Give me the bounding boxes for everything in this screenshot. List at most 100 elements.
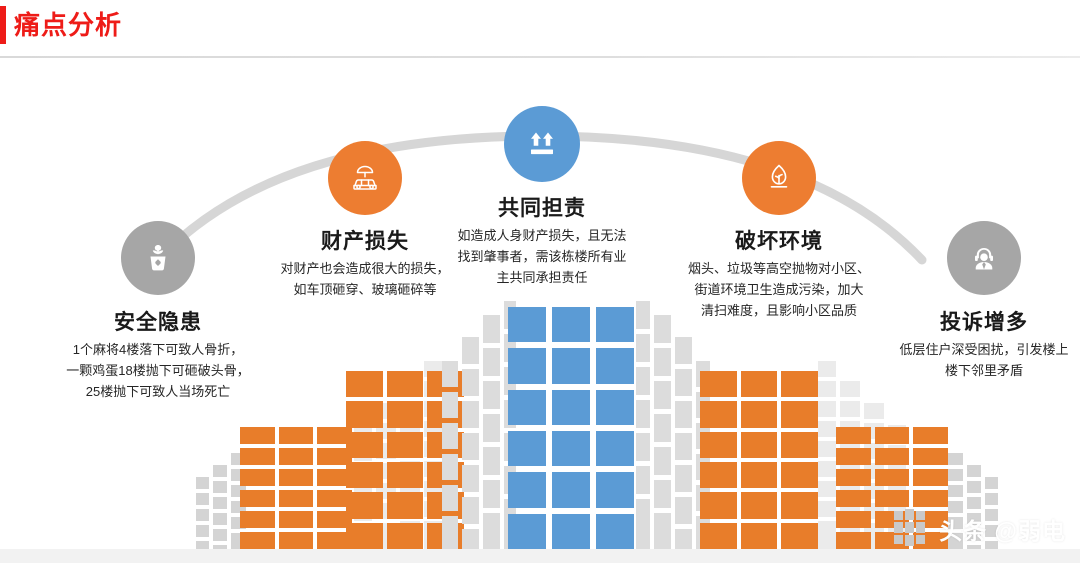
node-icon-circle[interactable]	[742, 141, 816, 215]
node-desc-line: 低层住户深受困扰，引发楼上	[899, 342, 1069, 357]
building-side-shading	[948, 453, 998, 549]
building-1-orange	[240, 427, 352, 549]
window	[552, 307, 590, 343]
window	[781, 401, 818, 428]
node-icon-circle[interactable]	[504, 106, 580, 182]
window	[278, 490, 314, 507]
page-title: 痛点分析	[14, 10, 123, 40]
window	[874, 469, 910, 486]
watermark-text: 头条 @弱电	[939, 518, 1066, 544]
window	[700, 492, 737, 519]
window	[700, 431, 737, 458]
window	[508, 389, 546, 425]
window	[836, 469, 871, 486]
window	[781, 371, 818, 398]
window	[552, 430, 590, 467]
window	[740, 522, 778, 549]
title-accent-bar	[0, 6, 6, 44]
window	[596, 348, 634, 384]
window	[346, 401, 383, 428]
node-desc-line: 如车顶砸穿、玻璃砸碎等	[293, 282, 437, 297]
window	[552, 348, 590, 384]
node-desc-line: 如造成人身财产损失，且无法	[457, 228, 627, 243]
window	[913, 490, 948, 507]
building-center-facade	[508, 307, 634, 549]
window	[240, 448, 275, 465]
window	[508, 430, 546, 467]
window	[781, 462, 818, 489]
window	[240, 532, 275, 549]
window	[913, 427, 948, 444]
window	[317, 490, 352, 507]
window	[278, 427, 314, 444]
window	[913, 448, 948, 465]
node-title: 破坏环境	[735, 230, 823, 253]
flame-icon	[770, 164, 788, 188]
window	[836, 448, 871, 465]
window	[700, 401, 737, 428]
window	[278, 469, 314, 486]
window	[836, 427, 871, 444]
window	[317, 427, 352, 444]
window	[278, 532, 314, 549]
window	[346, 431, 383, 458]
window	[781, 522, 818, 549]
window	[700, 371, 737, 398]
window	[836, 532, 871, 549]
support-agent-icon	[975, 248, 993, 270]
window	[508, 348, 546, 384]
node-desc-line: 对财产也会造成很大的损失，	[280, 261, 450, 276]
window	[700, 462, 737, 489]
building-side-shading	[636, 301, 710, 549]
building-4-orange	[700, 371, 818, 549]
building-center-blue	[508, 307, 634, 549]
window	[240, 490, 275, 507]
window	[740, 371, 778, 398]
building-side-shading	[196, 453, 246, 549]
window	[740, 492, 778, 519]
flower-pot-icon	[150, 245, 166, 271]
watermark: 头条 @弱电	[893, 509, 1066, 549]
window	[317, 511, 352, 528]
city-skyline-graphic	[0, 233, 1080, 563]
window	[346, 462, 383, 489]
toutiao-grid-logo	[894, 509, 926, 546]
node-desc-line: 楼下邻里矛盾	[944, 363, 1023, 378]
window	[346, 492, 383, 519]
slide-header: 痛点分析	[0, 0, 1080, 58]
building-1-facade	[240, 427, 352, 549]
window	[552, 513, 590, 549]
window	[508, 513, 546, 549]
node-description: 对财产也会造成很大的损失， 如车顶砸穿、玻璃砸碎等	[237, 258, 493, 300]
window	[386, 492, 424, 519]
window	[278, 448, 314, 465]
window	[596, 472, 634, 508]
node-desc-line: 烟头、垃圾等高空抛物对小区、	[687, 261, 870, 276]
building-4-facade	[700, 371, 818, 549]
window	[386, 522, 424, 549]
building-far-left-gray	[196, 443, 248, 549]
window	[596, 389, 634, 425]
node-icon-circle[interactable]	[121, 221, 195, 295]
node-desc-line: 主共同承担责任	[496, 270, 588, 285]
window	[836, 511, 871, 528]
building-center-right-wall	[634, 297, 710, 549]
window	[346, 371, 383, 398]
node-description: 烟头、垃圾等高空抛物对小区、 街道环境卫生造成污染，加大 清扫难度，且影响小区品…	[647, 258, 911, 321]
node-icon-circle[interactable]	[947, 221, 1021, 295]
node-desc-line: 1个麻将4楼落下可致人骨折，	[72, 342, 244, 357]
building-center-left-wall	[442, 297, 516, 549]
window	[596, 430, 634, 467]
car-umbrella-icon	[353, 165, 377, 190]
window	[874, 448, 910, 465]
window	[740, 431, 778, 458]
node-desc-line: 一颗鸡蛋18楼抛下可砸破头骨，	[66, 363, 250, 378]
window	[874, 490, 910, 507]
node-icon-circle[interactable]	[328, 141, 402, 215]
window	[386, 401, 424, 428]
node-desc-line: 找到肇事者，需该栋楼所有业	[457, 249, 627, 264]
node-title: 投诉增多	[940, 311, 1028, 334]
window	[508, 307, 546, 343]
window	[596, 307, 634, 343]
window	[781, 492, 818, 519]
